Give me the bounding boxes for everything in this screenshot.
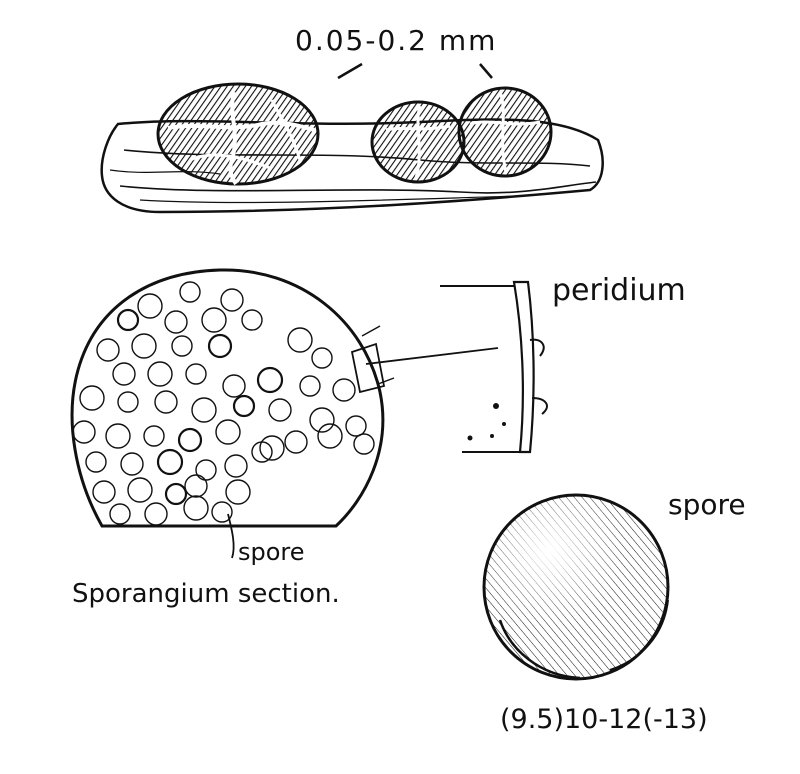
spore-circle [127, 477, 153, 503]
spore-circle [185, 363, 207, 385]
spore-circle [164, 310, 188, 334]
spore-circle [220, 288, 244, 312]
spore-label: spore [668, 488, 746, 521]
spore-circle [112, 362, 136, 386]
spore-circle [311, 347, 333, 369]
spore-circle [164, 482, 188, 506]
spore-circle [241, 309, 263, 331]
spore-circle [317, 423, 343, 449]
spore-detail: spore (9.5)10-12(-13) [482, 488, 746, 735]
sporangium-section: spore Sporangium section. [70, 268, 499, 609]
spore-cluster [72, 281, 375, 526]
spore-circle [268, 398, 292, 422]
spore-circle [105, 423, 131, 449]
spore-circle [259, 435, 285, 461]
sporangium-small [457, 86, 553, 178]
spore-circle [207, 333, 233, 359]
spore-circle [79, 385, 105, 411]
sporangium-section-label: Sporangium section. [72, 579, 340, 609]
spore-circle [299, 375, 321, 397]
spore-circle [120, 452, 144, 476]
spore-circle [191, 397, 217, 423]
size-range-label: 0.05-0.2 mm [295, 24, 497, 57]
spore-circle [85, 451, 107, 473]
spore-circle [147, 361, 173, 387]
spore-circle [177, 427, 203, 453]
spore-inner-label: spore [238, 538, 305, 566]
sporangium-medium [370, 100, 466, 184]
spore-circle [109, 503, 131, 525]
spore-circle [144, 502, 168, 526]
peridium-wall [512, 280, 535, 454]
size-pointer-right [479, 63, 493, 79]
spore-circle [215, 419, 241, 445]
spore-circle [232, 394, 256, 418]
spore-circle [154, 390, 178, 414]
peridium-label: peridium [552, 273, 686, 308]
spore-circle [224, 454, 248, 478]
spore-circle [92, 480, 116, 504]
spore-circle [184, 474, 208, 498]
spore-circle [117, 391, 139, 413]
spore-pointer [227, 513, 235, 559]
spore-circle [183, 495, 209, 521]
spore-circle [345, 415, 367, 437]
substrate-with-sporangia: 0.05-0.2 mm [100, 24, 604, 214]
spore-circle [96, 338, 120, 362]
spore-circle [256, 366, 284, 394]
peridium-pointer [365, 347, 499, 365]
spore-circle [171, 335, 193, 357]
spore-circle [131, 333, 157, 359]
spore-circle [225, 479, 251, 505]
spore-circle [116, 308, 140, 332]
spore-size-label: (9.5)10-12(-13) [500, 704, 708, 735]
peridium-box [350, 342, 386, 394]
sporangium-large [156, 82, 320, 186]
spore-circle [211, 501, 233, 523]
spore-circle [179, 281, 201, 303]
spore-circle [353, 433, 375, 455]
spore-circle [309, 407, 335, 433]
peridium-detail: peridium [440, 273, 686, 454]
spore-circle [201, 307, 227, 333]
sporangium-section-outline [70, 268, 385, 528]
size-pointer-left [337, 62, 363, 80]
spore-circle [222, 374, 246, 398]
spore-circle [72, 420, 96, 444]
spore-circle [137, 293, 163, 319]
spore-circle [156, 448, 184, 476]
spore-circle [287, 327, 313, 353]
spore-circle [284, 430, 308, 454]
spore-circle [332, 378, 356, 402]
spore-circle [143, 425, 165, 447]
